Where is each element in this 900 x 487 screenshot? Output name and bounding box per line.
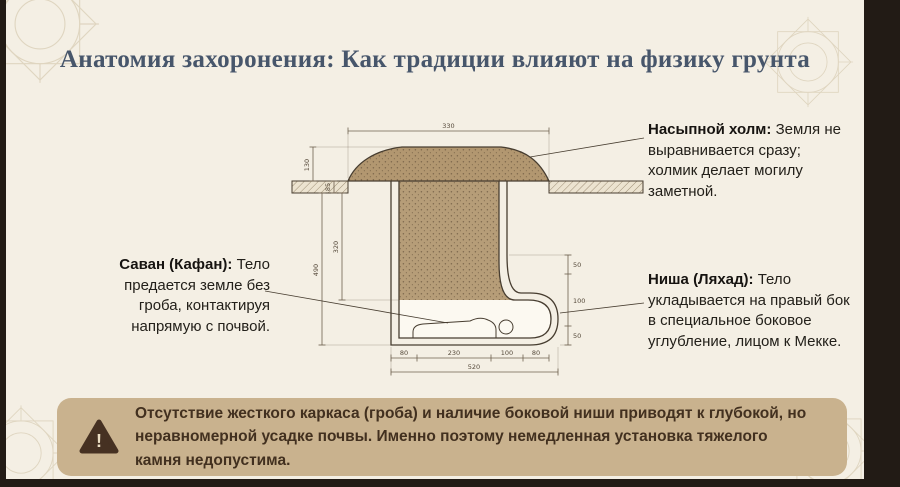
backfill-earth xyxy=(399,181,515,300)
dim-niche-heights: 50 100 50 xyxy=(509,254,585,346)
svg-text:50: 50 xyxy=(573,332,581,340)
cavity-inner-outline xyxy=(398,181,552,339)
ornament-bottom-left-icon xyxy=(6,405,69,479)
dim-total-depth: 490 xyxy=(312,192,391,346)
svg-text:50: 50 xyxy=(573,261,581,269)
annotation-mound-label: Насыпной холм: xyxy=(648,121,772,138)
svg-text:230: 230 xyxy=(448,349,460,357)
annotation-niche: Ниша (Ляхад): Тело укладывается на правы… xyxy=(648,270,854,353)
svg-text:100: 100 xyxy=(501,349,513,357)
svg-text:80: 80 xyxy=(400,349,408,357)
page-title: Анатомия захоронения: Как традиции влияю… xyxy=(59,46,811,73)
dim-bottom-widths: 80 230 100 80 xyxy=(390,347,559,374)
annotation-mound-text: Земля не выравнивается сразу; холмик дел… xyxy=(648,121,841,201)
warning-icon: ! xyxy=(79,419,119,454)
warning-banner: ! Отсутствие жесткого каркаса (гроба) и … xyxy=(57,398,847,476)
svg-text:!: ! xyxy=(96,431,102,451)
warning-text: Отсутствие жесткого каркаса (гроба) и на… xyxy=(135,405,807,469)
annotation-shroud: Саван (Кафан): Тело предается земле без … xyxy=(90,255,270,338)
svg-text:100: 100 xyxy=(573,297,585,305)
svg-text:330: 330 xyxy=(442,122,454,130)
svg-text:520: 520 xyxy=(468,363,480,371)
svg-text:320: 320 xyxy=(332,241,340,253)
ornament-top-left-icon xyxy=(6,0,99,83)
svg-text:85: 85 xyxy=(324,183,332,191)
body-in-niche xyxy=(412,317,514,339)
burial-mound xyxy=(347,146,551,182)
dim-mound-height: 130 xyxy=(303,146,401,182)
svg-text:80: 80 xyxy=(532,349,540,357)
annotation-niche-text: Тело укладывается на правый бок в специа… xyxy=(648,271,850,351)
dim-topsoil: 85 xyxy=(324,180,337,194)
grave-cross-section-diagram: 330 130 85 490 xyxy=(264,122,645,376)
annotation-shroud-label: Саван (Кафан): xyxy=(119,256,233,273)
annotation-niche-label: Ниша (Ляхад): xyxy=(648,271,754,288)
annotation-shroud-text: Тело предается земле без гроба, контакти… xyxy=(124,256,270,336)
ornament-top-right-icon xyxy=(762,16,854,108)
dim-shaft-depth: 320 xyxy=(332,192,399,301)
svg-text:130: 130 xyxy=(303,159,311,171)
svg-text:490: 490 xyxy=(312,264,320,276)
dim-total-width: 520 xyxy=(390,363,559,376)
dim-mound-width: 330 xyxy=(347,122,550,178)
infographic-canvas: Анатомия захоронения: Как традиции влияю… xyxy=(6,0,864,479)
annotation-mound: Насыпной холм: Земля не выравнивается ср… xyxy=(648,120,846,203)
leader-lines xyxy=(264,137,645,324)
cavity-outer-outline xyxy=(390,181,559,346)
